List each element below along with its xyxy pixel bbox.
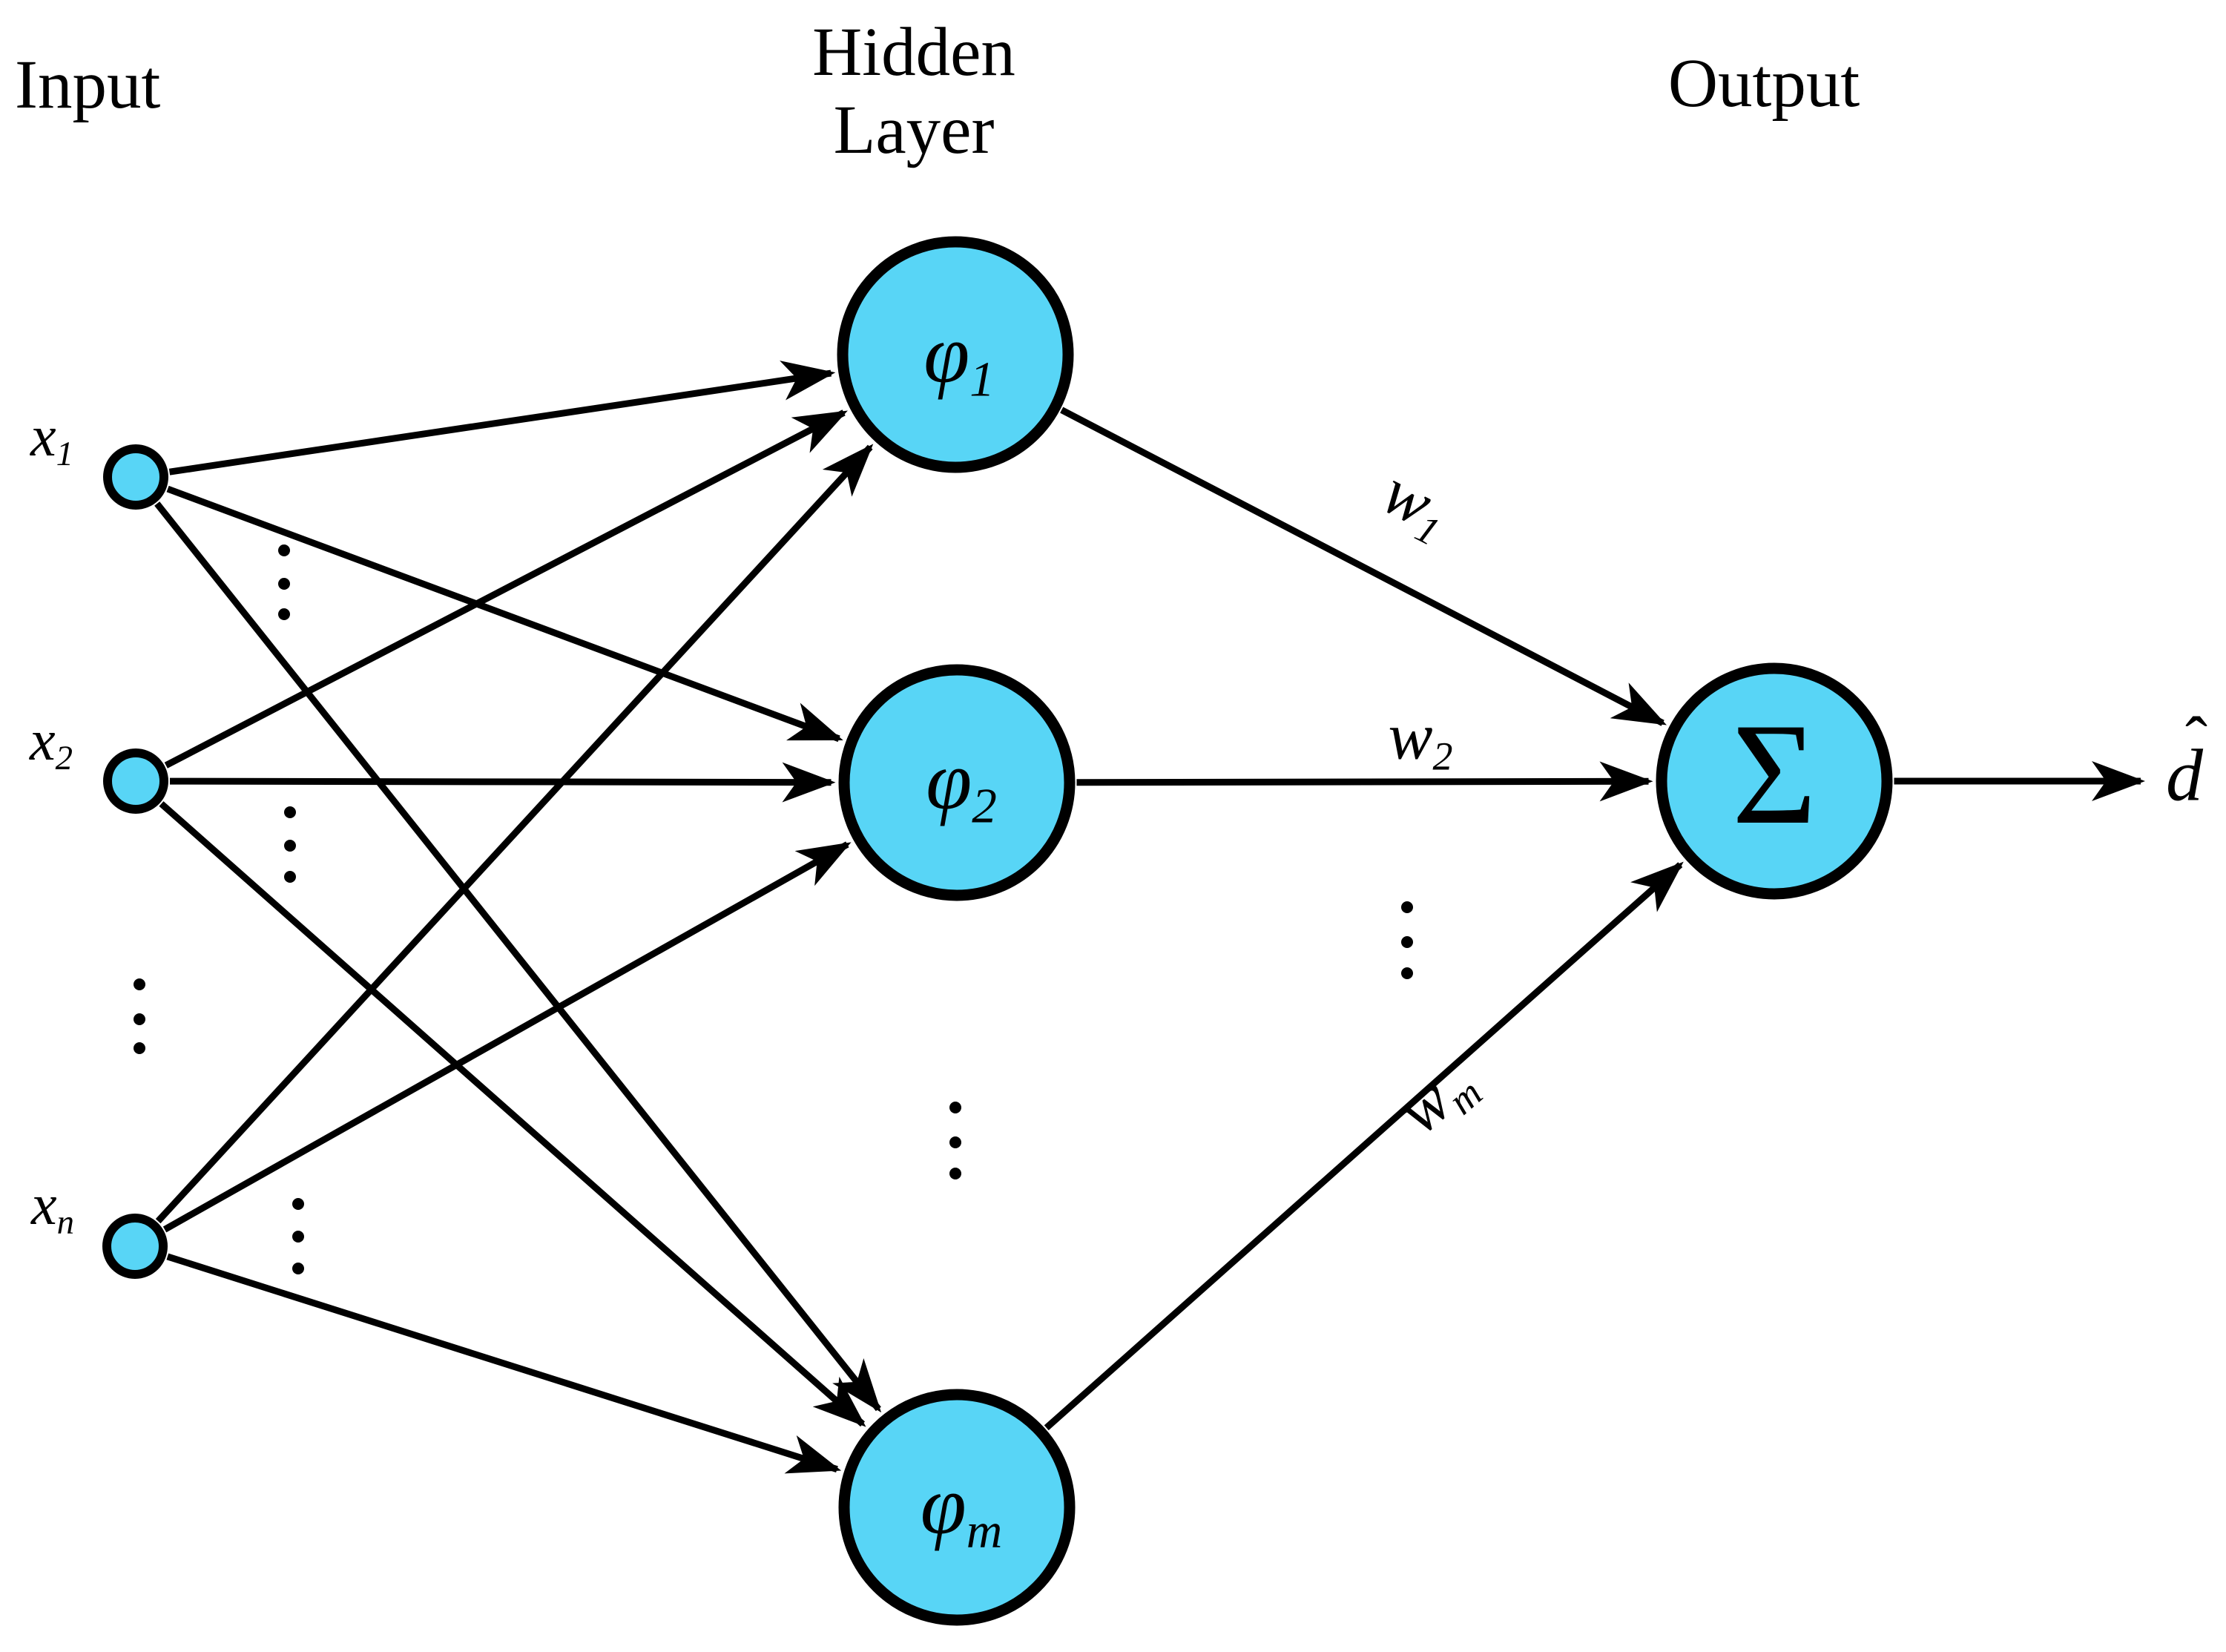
node-phim [838, 1389, 1076, 1626]
w2-base: w [1388, 700, 1433, 774]
input-node-label-x1: x1 [30, 403, 74, 474]
dhat-base: d [2166, 734, 2203, 817]
ellipsis-dot [292, 1231, 304, 1243]
dhat-circumflex: ˆ [2185, 704, 2207, 778]
node-x1 [103, 444, 168, 510]
x2-base: x [29, 708, 56, 772]
edge-xn-phi1 [155, 444, 874, 1224]
w2-subscript: 2 [1432, 734, 1453, 779]
phi1-base: φ [923, 308, 970, 401]
node-phi2 [838, 664, 1076, 901]
dots-hidden-nodes [949, 1102, 961, 1179]
ellipsis-dot [949, 1102, 961, 1113]
ellipsis-dot [278, 578, 290, 590]
ellipsis-dot [284, 871, 296, 883]
column-label-hidden-line1: Hidden [812, 14, 1015, 91]
edge-x2-phim [159, 801, 866, 1427]
column-label-output: Output [1667, 45, 1860, 122]
node-sigma [1656, 662, 1893, 900]
edge-x2-phi1 [164, 409, 848, 769]
dots-input-nodes [134, 978, 145, 1054]
xn-subscript: n [56, 1203, 75, 1243]
column-label-hidden-line2: Layer [833, 92, 995, 169]
ellipsis-dot [134, 978, 145, 990]
xn-base: x [30, 1172, 57, 1237]
weight-label-w2: w2 [1388, 699, 1452, 777]
ellipsis-dot [278, 544, 290, 556]
edge-phi1-sigma [1060, 407, 1667, 726]
dots-weights [1401, 901, 1413, 979]
dots-x1-fan [278, 544, 290, 620]
edge-xn-phim [166, 1253, 842, 1474]
ellipsis-dot [949, 1136, 961, 1148]
edge-x1-phim [154, 501, 882, 1413]
phi2-base: φ [926, 734, 972, 827]
hidden-node-label-phi1: φ1 [923, 307, 995, 404]
phim-subscript: m [966, 1502, 1003, 1559]
ellipsis-dot [292, 1198, 304, 1210]
input-node-label-x2: x2 [29, 707, 73, 778]
ellipsis-dot [1401, 967, 1413, 979]
x2-subscript: 2 [55, 739, 73, 778]
ellipsis-dot [1401, 936, 1413, 948]
phi2-subscript: 2 [972, 777, 997, 834]
ellipsis-dot [292, 1263, 304, 1274]
hidden-node-label-phim: φm [920, 1458, 1003, 1556]
phi1-subscript: 1 [969, 351, 995, 407]
column-label-input: Input [15, 47, 161, 123]
edge-xn-phi2 [162, 841, 852, 1233]
x1-subscript: 1 [56, 435, 74, 474]
edge-x1-phi1 [168, 361, 836, 475]
node-phi1 [837, 236, 1074, 473]
edge-x2-phi2 [169, 762, 836, 803]
phim-base: φ [920, 1459, 967, 1552]
output-node-sigma-symbol: Σ [1731, 694, 1817, 855]
edge-x1-phi2 [166, 485, 843, 743]
x1-base: x [30, 404, 56, 468]
ellipsis-dot [134, 1042, 145, 1054]
node-xn [102, 1214, 168, 1279]
dots-x2-fan [284, 806, 296, 883]
edge-phi2-sigma [1076, 761, 1653, 802]
ellipsis-dot [134, 1013, 145, 1025]
hidden-node-label-phi2: φ2 [926, 734, 997, 831]
edge-phim-sigma [1044, 861, 1684, 1431]
ellipsis-dot [278, 608, 290, 620]
ellipsis-dot [949, 1168, 961, 1179]
ellipsis-dot [1401, 901, 1413, 913]
ellipsis-dot [284, 806, 296, 818]
node-x2 [103, 748, 168, 814]
ellipsis-dot [284, 840, 296, 852]
dots-xn-fan [292, 1198, 304, 1274]
input-node-label-xn: xn [30, 1171, 74, 1240]
column-label-hidden-layer: Hidden Layer [812, 13, 1015, 169]
